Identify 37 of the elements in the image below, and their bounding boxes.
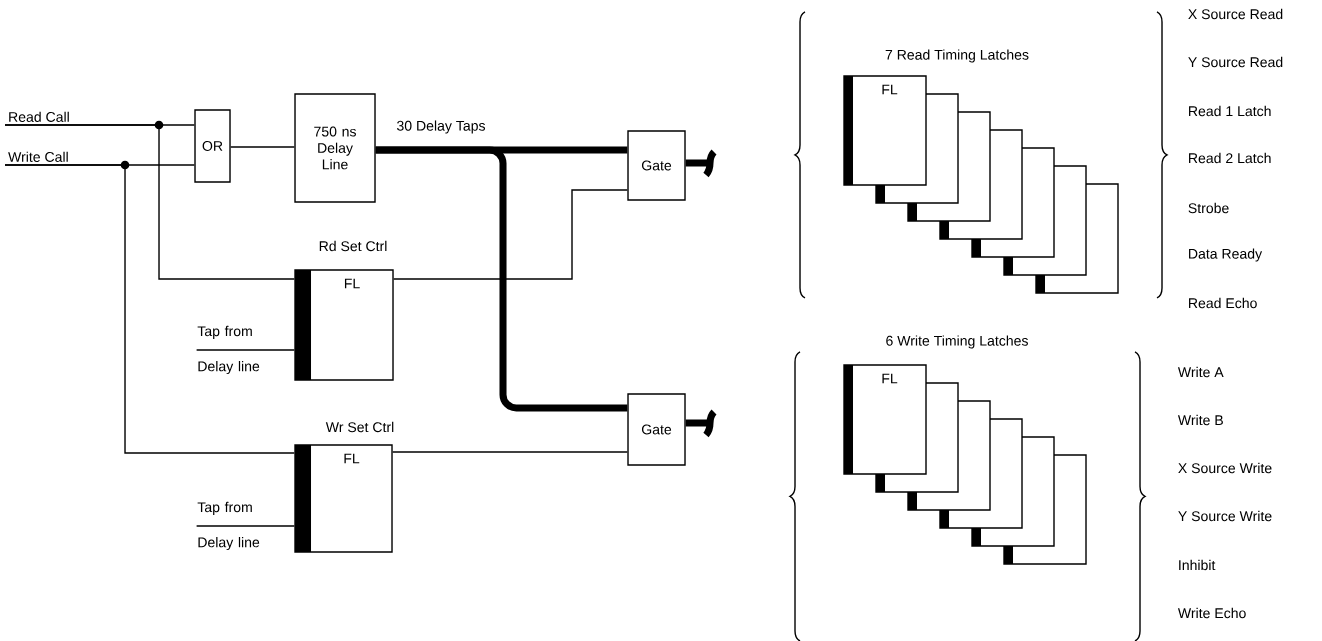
signal-label: Strobe xyxy=(1188,202,1229,214)
box-heading: Wr Set Ctrl xyxy=(325,421,394,433)
or-gate: OR xyxy=(194,109,231,183)
signal-label: Write Echo xyxy=(1177,607,1246,619)
connector-line xyxy=(4,124,295,280)
connector-line xyxy=(393,189,628,280)
signal-label: X Source Write xyxy=(1178,462,1272,474)
signal-label: Inhibit xyxy=(1179,559,1216,571)
signal-label: Y Source Read xyxy=(1188,56,1283,68)
connector-line xyxy=(392,451,628,453)
latch-box: FL xyxy=(294,444,393,553)
signal-label: Read Call xyxy=(9,111,69,122)
box-heading: Rd Set Ctrl xyxy=(319,240,387,252)
tap-label: Tap from Delay line xyxy=(197,501,260,551)
signal-label: Read 1 Latch xyxy=(1189,105,1271,117)
box-heading: 7 Read Timing Latches xyxy=(885,49,1029,63)
connector-line xyxy=(195,349,295,351)
bus-line xyxy=(375,146,628,412)
latch-box: FL xyxy=(843,364,927,475)
signal-label: Data Ready xyxy=(1189,248,1263,262)
signal-label: Write A xyxy=(1177,366,1224,378)
signal-label: Write Call xyxy=(8,151,68,162)
signal-label: Read 2 Latch xyxy=(1189,152,1271,164)
edge-label: 30 Delay Taps xyxy=(395,119,487,135)
connector-line xyxy=(195,525,295,527)
connector-line xyxy=(230,146,295,148)
latch-box: FL xyxy=(843,75,927,186)
gate-box: Gate xyxy=(627,393,686,466)
signal-label: Read Echo xyxy=(1189,297,1257,309)
signal-label: Y Source Write xyxy=(1178,510,1272,522)
signal-label: X Source Read xyxy=(1188,8,1283,20)
gate-box: Gate xyxy=(627,130,686,201)
tap-label: Tap from Delay line xyxy=(197,325,260,375)
connector-line xyxy=(4,164,295,454)
signal-label: Write B xyxy=(1177,414,1223,426)
latch-box: FL xyxy=(294,269,394,381)
box-heading: 6 Write Timing Latches xyxy=(886,335,1028,349)
